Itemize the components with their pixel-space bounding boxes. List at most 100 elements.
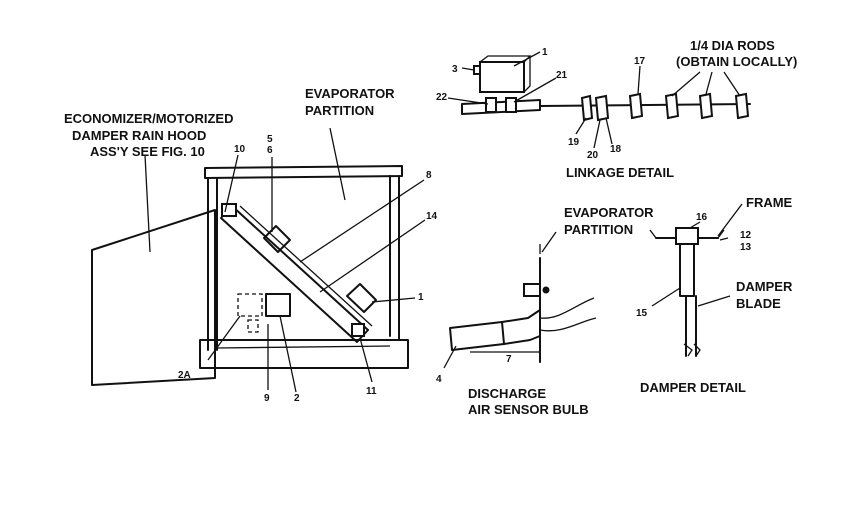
- sensor-2A-box: [237, 293, 263, 317]
- wall-clip-screw: [542, 286, 550, 294]
- frame-bottom-rail: [199, 339, 409, 369]
- leader-17: [637, 65, 641, 95]
- sensor-bulb: [449, 321, 505, 351]
- part-9: 9: [264, 393, 270, 404]
- label-damper-detail: DAMPER DETAIL: [640, 380, 746, 395]
- clip-17a: [628, 92, 644, 120]
- clip-20: [594, 94, 610, 122]
- clip-19: [580, 94, 594, 122]
- main-assembly: [91, 127, 426, 393]
- part-2: 2: [294, 393, 300, 404]
- leader-rods: [671, 71, 741, 97]
- part-17: 17: [634, 56, 646, 67]
- leader-8: [299, 179, 425, 263]
- damper-bushing: [675, 227, 699, 245]
- label-rods-line2: (OBTAIN LOCALLY): [676, 54, 797, 69]
- part-10: 10: [234, 144, 246, 155]
- part-1-link: 1: [542, 47, 548, 58]
- part-14: 14: [426, 211, 438, 222]
- sensor-9-small: [247, 319, 259, 333]
- wall-clip: [523, 283, 541, 297]
- leader-19: [575, 117, 587, 135]
- leader-12: [719, 237, 729, 241]
- leader-1: [371, 297, 416, 303]
- frame-right-post: [389, 175, 400, 341]
- leader-21: [513, 77, 557, 103]
- label-evaporator-line1: EVAPORATOR: [305, 86, 395, 101]
- label-linkage-detail: LINKAGE DETAIL: [566, 165, 674, 180]
- damper-blade-break: [683, 343, 701, 357]
- label-rods-line1: 1/4 DIA RODS: [690, 38, 775, 53]
- capillary-tube: [539, 297, 597, 332]
- part-12: 12: [740, 230, 752, 241]
- actuator-motor: [346, 283, 377, 313]
- part-7: 7: [506, 354, 512, 365]
- part-13: 13: [740, 242, 752, 253]
- label-economizer-line3: ASS'Y SEE FIG. 10: [90, 144, 205, 159]
- leader-4: [443, 345, 457, 369]
- leader-2: [279, 315, 297, 393]
- leader-10: [224, 154, 239, 213]
- part-15: 15: [636, 308, 648, 319]
- leader-18: [605, 117, 613, 145]
- damper-blade-inner: [239, 205, 373, 327]
- clip-17b: [664, 92, 680, 120]
- damper-shaft: [679, 243, 695, 297]
- leader-2A: [207, 315, 241, 361]
- sensor-bulb-holder: [501, 309, 541, 345]
- sensor-2-box: [265, 293, 291, 317]
- damper-pivot-bottom: [351, 323, 365, 337]
- leader-11: [359, 337, 373, 383]
- linkage-rod: [539, 103, 751, 107]
- part-3: 3: [452, 64, 458, 75]
- frame-bottom-inner: [216, 345, 391, 349]
- damper-frame-bar-edge: [649, 229, 725, 239]
- part-4: 4: [436, 374, 442, 385]
- linkage-motor-tab: [473, 65, 481, 75]
- leader-3: [461, 67, 475, 71]
- leader-14: [319, 219, 426, 293]
- frame-left-post: [207, 177, 218, 351]
- leader-evap: [329, 127, 346, 201]
- leader-15: [651, 287, 681, 307]
- part-1-main: 1: [418, 292, 424, 303]
- frame-top-rail: [204, 165, 403, 179]
- label-economizer-line1: ECONOMIZER/MOTORIZED: [64, 111, 233, 126]
- label-evaporator2-line1: EVAPORATOR: [564, 205, 654, 220]
- part-11: 11: [366, 386, 377, 397]
- linkage-clip-21: [505, 97, 517, 113]
- label-evaporator-line2: PARTITION: [305, 103, 374, 118]
- label-damper-blade-line1: DAMPER: [736, 279, 793, 294]
- leader-20: [593, 119, 601, 149]
- part-20: 20: [587, 150, 599, 161]
- label-economizer-line2: DAMPER RAIN HOOD: [72, 128, 206, 143]
- label-sensor-line2: AIR SENSOR BULB: [468, 402, 589, 417]
- leader-hood: [144, 154, 151, 253]
- linkage-motor: [479, 61, 525, 93]
- part-2A: 2A: [178, 370, 191, 381]
- part-22: 22: [436, 92, 448, 103]
- linkage-clip-22: [485, 97, 497, 113]
- leader-evap2: [541, 231, 557, 253]
- damper-pivot-top: [221, 203, 237, 217]
- leader-blade: [697, 295, 731, 307]
- leader-1-link: [513, 51, 541, 67]
- label-frame: FRAME: [746, 195, 793, 210]
- damper-detail: [649, 203, 743, 357]
- part-8: 8: [426, 170, 432, 181]
- leader-22: [447, 97, 489, 105]
- part-19: 19: [568, 137, 580, 148]
- label-damper-blade-line2: BLADE: [736, 296, 781, 311]
- part-18: 18: [610, 144, 622, 155]
- clip-rod-2: [734, 92, 750, 120]
- linkage-detail: [447, 51, 751, 149]
- sensor-bulb-detail: [443, 231, 597, 369]
- part-21: 21: [556, 70, 568, 81]
- clip-rod-1: [698, 92, 714, 120]
- rain-hood: [91, 209, 216, 386]
- leader-frame: [717, 203, 743, 237]
- part-6: 6: [267, 145, 273, 156]
- part-5: 5: [267, 134, 273, 145]
- part-16: 16: [696, 212, 708, 223]
